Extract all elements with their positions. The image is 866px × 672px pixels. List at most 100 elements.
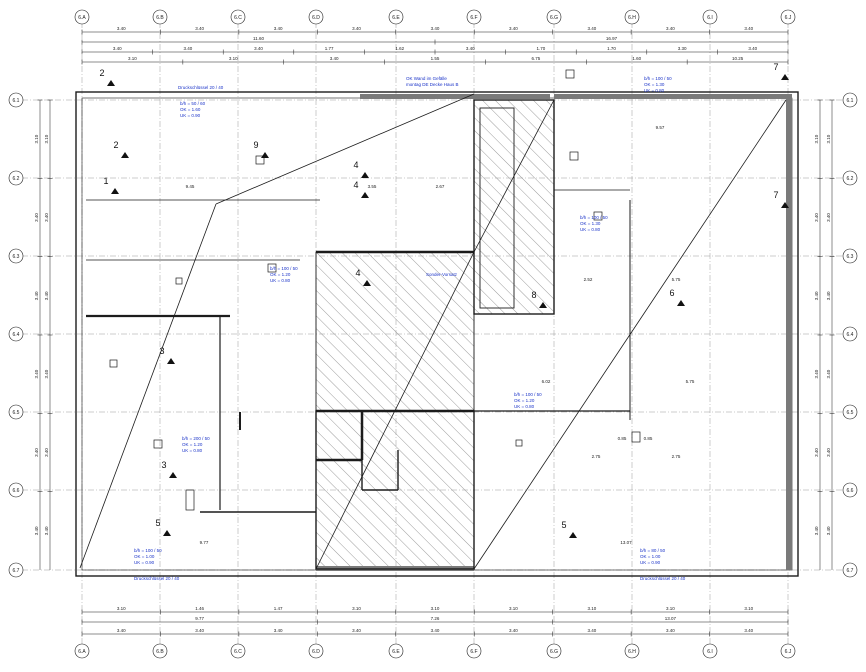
beam-annotation: OK = 1.00 — [134, 554, 155, 559]
pipe-box — [267, 263, 277, 273]
room-number: 5 — [155, 518, 160, 528]
room-number: 8 — [531, 290, 536, 300]
section-marker-icon — [569, 532, 577, 538]
axis-label-y: 6.5 — [13, 410, 20, 416]
room-number: 4 — [353, 180, 358, 190]
axis-label-x: 6.B — [156, 15, 164, 21]
dimension-text: 3.40 — [814, 448, 819, 457]
diagonal-line — [473, 99, 787, 570]
interior-dimension: 9.57 — [656, 125, 665, 130]
beam-annotation: b/h = 80 / 50 — [640, 548, 666, 553]
dimension-text: 9.77 — [195, 616, 204, 621]
axis-bubble — [8, 404, 24, 420]
dimension-text: 16.97 — [606, 36, 618, 41]
dimension-text: 3.40 — [34, 448, 39, 457]
dimension-text: 3.40 — [826, 369, 831, 378]
interior-dimension: 2.67 — [436, 184, 445, 189]
dimension-text: 3.40 — [509, 26, 518, 31]
interior-dimension: 0.85 — [618, 436, 627, 441]
dimension-text: 3.40 — [352, 628, 361, 633]
beam-annotation: b/h = 100 / 50 — [134, 548, 162, 553]
room-number: 3 — [159, 346, 164, 356]
pipe-box — [631, 431, 641, 443]
dimension-text: 3.40 — [34, 526, 39, 535]
axis-bubble — [308, 9, 324, 25]
section-marker-icon — [261, 152, 269, 158]
axis-label-x: 6.C — [234, 15, 242, 21]
section-marker-icon — [167, 358, 175, 364]
axis-label-x: 6.F — [470, 649, 477, 655]
interior-dimension: 13.07 — [620, 540, 632, 545]
dimension-text: 3.10 — [744, 606, 753, 611]
dimension-text: 3.40 — [748, 46, 757, 51]
dimension-text: 1.77 — [325, 46, 334, 51]
axis-label-y: 6.1 — [847, 98, 854, 104]
dimension-text: 3.40 — [588, 628, 597, 633]
axis-bubble — [702, 9, 718, 25]
axis-label-x: 6.C — [234, 649, 242, 655]
hatch-central-upper — [316, 252, 474, 411]
hatched-zones — [316, 100, 554, 569]
axis-label-x: 6.A — [78, 649, 86, 655]
room-number: 4 — [353, 160, 358, 170]
axis-bubble — [780, 643, 796, 659]
axis-bubble — [546, 9, 562, 25]
beam-annotation: OK = 1.20 — [182, 442, 203, 447]
interior-dimension: 5.75 — [672, 277, 681, 282]
dimension-text: 3.40 — [117, 26, 126, 31]
beam-annotation: OK = 1.30 — [644, 82, 665, 87]
beam-annotation: UK = 0.80 — [514, 404, 535, 409]
dimension-text: 3.40 — [274, 26, 283, 31]
dimension-text: 3.40 — [814, 526, 819, 535]
dimension-text: 3.40 — [44, 213, 49, 222]
beam-annotation: UK = 0.80 — [644, 88, 665, 93]
axis-bubble — [780, 9, 796, 25]
interior-dimension: 5.75 — [686, 379, 695, 384]
axis-label-y: 6.4 — [13, 332, 20, 338]
beam-annotation: OK = 1.20 — [270, 272, 291, 277]
interior-dimension: 9.45 — [186, 184, 195, 189]
dimension-text: 3.10 — [814, 134, 819, 143]
dimension-text: 3.40 — [195, 628, 204, 633]
section-marker-icon — [361, 192, 369, 198]
beam-annotation: UK = 0.90 — [640, 560, 661, 565]
interior-dimension: 6.02 — [542, 379, 551, 384]
beam-annotation: OK = 1.60 — [180, 107, 201, 112]
room-number: 6 — [669, 288, 674, 298]
dimension-text: 1.70 — [537, 46, 546, 51]
dimension-text: 3.40 — [113, 46, 122, 51]
section-marker-icon — [121, 152, 129, 158]
dimension-text: 3.40 — [34, 369, 39, 378]
room-number: 2 — [99, 68, 104, 78]
section-marker-icon — [163, 530, 171, 536]
axis-label-x: 6.I — [707, 15, 713, 21]
axis-bubble — [308, 643, 324, 659]
axis-bubble — [152, 643, 168, 659]
dimension-text: 3.40 — [44, 526, 49, 535]
axis-label-x: 6.G — [550, 649, 558, 655]
axis-label-x: 6.E — [392, 15, 400, 21]
dimension-text: 3.40 — [274, 628, 283, 633]
fixtures — [109, 69, 641, 511]
axis-bubble — [8, 326, 24, 342]
axis-bubble — [230, 9, 246, 25]
dimension-text: 3.40 — [814, 291, 819, 300]
axis-label-x: 6.D — [312, 649, 320, 655]
axis-bubble — [8, 170, 24, 186]
section-marker-icon — [111, 188, 119, 194]
dimension-text: 1.46 — [195, 606, 204, 611]
axis-label-x: 6.E — [392, 649, 400, 655]
dimension-text: 3.40 — [117, 628, 126, 633]
dimension-text: 3.40 — [34, 213, 39, 222]
beam-annotation: UK = 0.90 — [180, 113, 201, 118]
dimension-text: 3.10 — [117, 606, 126, 611]
axis-label-x: 6.J — [785, 649, 792, 655]
dimension-text: 3.40 — [744, 628, 753, 633]
dimension-text: 3.40 — [814, 369, 819, 378]
beam-annotation: montag DE Decke Haus B — [406, 82, 459, 87]
diagonal-line — [79, 203, 217, 569]
section-marker-icon — [781, 202, 789, 208]
beam-annotation: OK = 1.20 — [514, 398, 535, 403]
